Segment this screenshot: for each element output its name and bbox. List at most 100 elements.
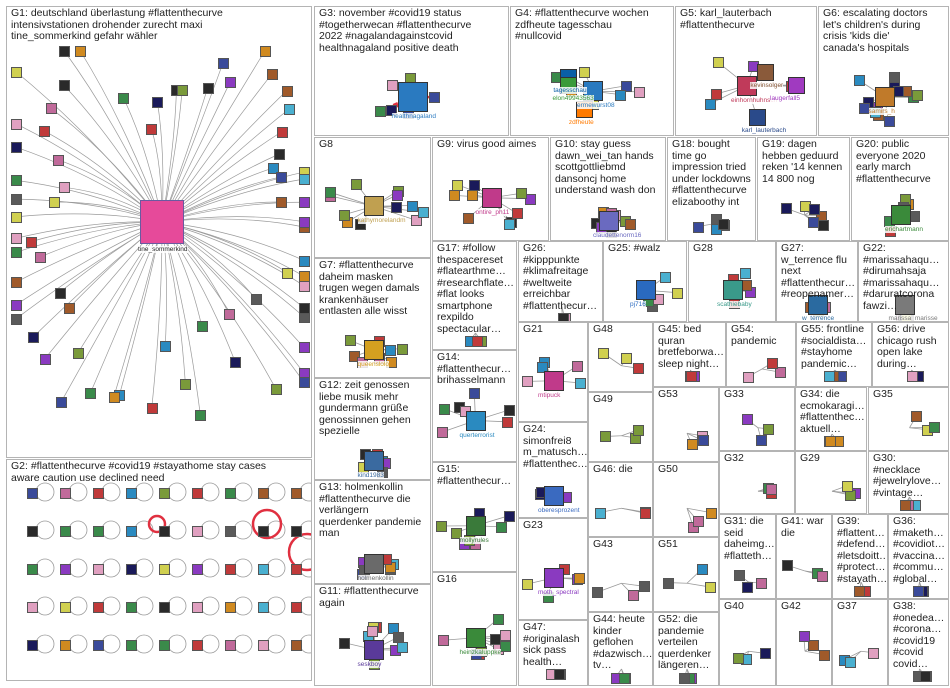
user-node[interactable] — [146, 403, 158, 415]
user-avatar[interactable] — [757, 63, 775, 81]
user-node[interactable] — [396, 343, 408, 355]
user-node[interactable] — [39, 125, 51, 137]
user-node[interactable] — [299, 255, 310, 267]
user-node[interactable] — [638, 581, 650, 593]
user-node[interactable] — [45, 103, 57, 115]
user-node[interactable] — [63, 303, 75, 315]
user-node[interactable] — [258, 526, 269, 537]
user-node[interactable] — [867, 647, 879, 659]
user-node[interactable] — [597, 348, 609, 359]
user-node[interactable] — [339, 637, 351, 649]
user-node[interactable] — [291, 564, 302, 575]
user-node[interactable] — [366, 625, 378, 637]
user-node[interactable] — [553, 669, 565, 680]
user-node[interactable] — [705, 582, 717, 594]
user-node[interactable] — [281, 85, 293, 97]
user-node[interactable] — [392, 189, 404, 201]
user-node[interactable] — [225, 640, 236, 651]
user-node[interactable] — [928, 421, 940, 433]
user-node[interactable] — [504, 404, 515, 416]
user-node[interactable] — [438, 635, 450, 647]
user-node[interactable] — [592, 587, 604, 599]
user-node[interactable] — [11, 299, 22, 311]
user-node[interactable] — [824, 371, 836, 382]
user-node[interactable] — [270, 383, 282, 395]
hub-avatar[interactable] — [723, 280, 743, 301]
user-node[interactable] — [706, 507, 717, 519]
user-node[interactable] — [732, 652, 744, 664]
user-node[interactable] — [126, 602, 137, 613]
user-node[interactable] — [27, 602, 38, 613]
user-node[interactable] — [743, 371, 755, 383]
user-node[interactable] — [11, 66, 22, 78]
user-node[interactable] — [160, 341, 172, 353]
user-node[interactable] — [449, 190, 461, 202]
user-node[interactable] — [436, 521, 447, 533]
hub-avatar[interactable] — [465, 410, 486, 431]
user-node[interactable] — [85, 388, 97, 400]
user-node[interactable] — [299, 342, 310, 354]
user-node[interactable] — [575, 377, 586, 389]
user-node[interactable] — [299, 377, 310, 389]
user-node[interactable] — [807, 640, 819, 652]
hub-avatar[interactable] — [891, 205, 911, 225]
user-node[interactable] — [817, 219, 829, 231]
user-node[interactable] — [500, 640, 512, 652]
user-node[interactable] — [52, 154, 64, 166]
user-node[interactable] — [126, 564, 137, 575]
user-node[interactable] — [765, 483, 777, 495]
user-node[interactable] — [48, 197, 60, 209]
user-node[interactable] — [385, 344, 397, 356]
user-node[interactable] — [500, 630, 512, 642]
user-node[interactable] — [159, 602, 170, 613]
hub-avatar[interactable] — [481, 187, 502, 208]
user-node[interactable] — [883, 116, 895, 128]
user-node[interactable] — [396, 642, 408, 654]
user-node[interactable] — [463, 213, 475, 224]
user-node[interactable] — [11, 247, 22, 259]
user-node[interactable] — [224, 309, 236, 321]
user-node[interactable] — [452, 179, 464, 191]
user-node[interactable] — [907, 371, 918, 382]
user-node[interactable] — [600, 431, 612, 443]
user-node[interactable] — [34, 252, 46, 264]
user-node[interactable] — [386, 79, 398, 91]
user-node[interactable] — [537, 362, 549, 374]
user-node[interactable] — [844, 656, 856, 668]
user-avatar[interactable] — [748, 108, 766, 126]
user-node[interactable] — [39, 353, 51, 365]
user-node[interactable] — [471, 336, 483, 347]
user-node[interactable] — [854, 75, 866, 87]
user-node[interactable] — [299, 280, 310, 292]
user-node[interactable] — [126, 640, 137, 651]
user-node[interactable] — [662, 577, 674, 589]
user-node[interactable] — [557, 313, 569, 321]
user-node[interactable] — [640, 508, 651, 520]
user-node[interactable] — [60, 564, 71, 575]
user-node[interactable] — [273, 149, 285, 161]
user-node[interactable] — [93, 564, 104, 575]
user-node[interactable] — [260, 45, 272, 57]
hub-avatar[interactable] — [465, 627, 486, 648]
user-node[interactable] — [225, 488, 236, 499]
user-node[interactable] — [11, 233, 22, 245]
hub-avatar[interactable] — [397, 82, 428, 112]
user-node[interactable] — [781, 560, 793, 572]
user-node[interactable] — [217, 57, 229, 69]
user-node[interactable] — [11, 175, 22, 187]
user-node[interactable] — [686, 439, 698, 451]
user-node[interactable] — [516, 188, 528, 200]
user-node[interactable] — [60, 488, 71, 499]
user-node[interactable] — [816, 570, 828, 582]
user-node[interactable] — [659, 272, 671, 284]
user-node[interactable] — [11, 277, 22, 289]
user-node[interactable] — [28, 331, 40, 343]
user-node[interactable] — [59, 182, 71, 194]
user-node[interactable] — [633, 363, 645, 375]
user-node[interactable] — [299, 216, 310, 228]
hub-avatar[interactable] — [544, 567, 564, 588]
user-node[interactable] — [741, 414, 753, 426]
user-node[interactable] — [429, 92, 441, 104]
user-node[interactable] — [504, 218, 516, 230]
user-node[interactable] — [26, 236, 38, 248]
